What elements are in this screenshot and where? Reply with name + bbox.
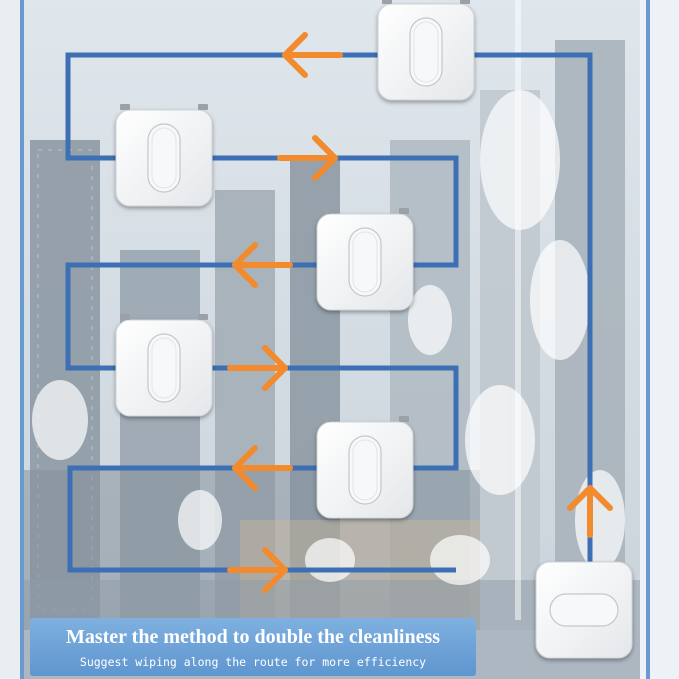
window-frame-edge-right [646,0,650,679]
glass-mullion [515,0,521,620]
caption-subtitle: Suggest wiping along the route for more … [79,655,427,669]
window-frame-right [640,0,679,679]
arrow-left-1-icon [282,32,343,78]
window-frame-left [0,0,22,679]
arrow-right-1-icon [277,135,338,181]
arrow-up-icon [567,485,613,538]
arrow-icon [227,32,613,593]
arrow-left-3-icon [232,445,293,491]
route-line [65,52,593,580]
arrow-right-2-icon [227,345,288,391]
arrow-right-3-icon [227,547,288,593]
caption-title: Master the method to double the cleanlin… [65,626,441,648]
arrow-left-2-icon [232,242,293,288]
caption-banner: Master the method to double the cleanlin… [30,618,476,676]
window-frame-edge-left [20,0,24,679]
